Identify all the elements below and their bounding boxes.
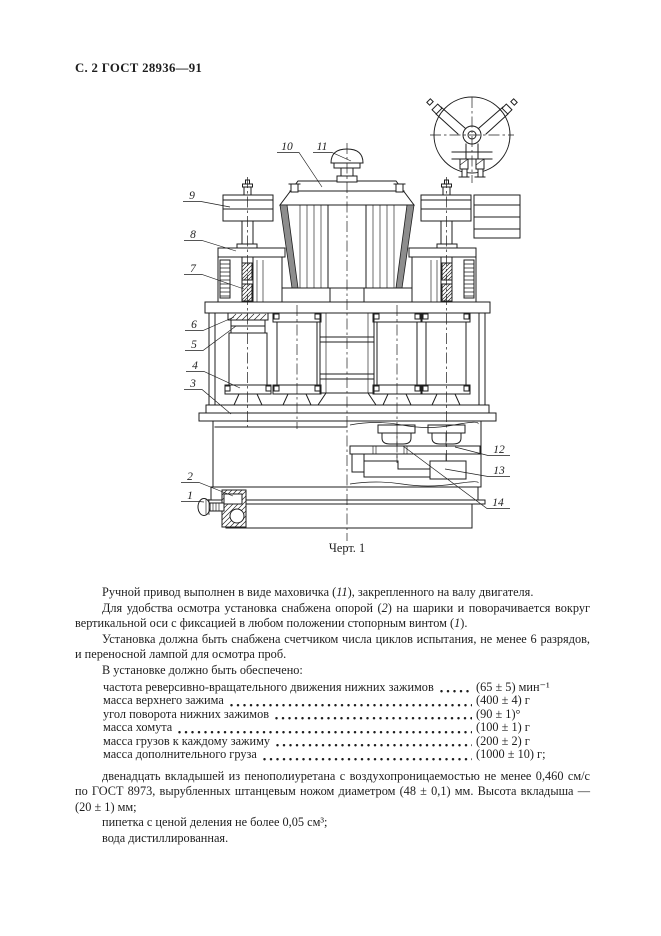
callout-14: 14 xyxy=(492,497,504,509)
paragraph: В установке должно быть обеспечено: xyxy=(102,662,303,677)
dot-leader xyxy=(275,710,472,722)
callout-8: 8 xyxy=(190,229,196,241)
dot-leader xyxy=(178,723,472,735)
callout-7: 7 xyxy=(190,263,197,275)
callout-9: 9 xyxy=(189,190,195,202)
spec-row: масса грузов к каждому зажиму (200 ± 2) … xyxy=(103,733,590,749)
callout-4: 4 xyxy=(192,360,198,372)
lower-clamps xyxy=(198,312,497,422)
spec-label: частота реверсивно-вращательного движени… xyxy=(103,679,434,694)
text-block: Ручной привод выполнен в виде маховичка … xyxy=(75,585,590,847)
callout-2: 2 xyxy=(187,471,193,483)
motor-housing xyxy=(272,180,422,303)
dot-leader xyxy=(229,696,472,708)
spec-value: (90 ± 1)° xyxy=(476,706,521,721)
spec-value: (400 ± 4) г xyxy=(476,693,530,708)
weight-right xyxy=(420,179,472,249)
spec-list: частота реверсивно-вращательного движени… xyxy=(103,679,590,762)
callout-6: 6 xyxy=(191,319,197,331)
spec-value: (1000 ± 10) г; xyxy=(476,747,546,762)
callouts: 10 11 9 8 7 6 5 4 3 2 1 12 13 1 xyxy=(181,141,510,509)
spec-label: масса дополнительного груза xyxy=(103,747,257,762)
paragraph: двенадцать вкладышей из пенополиуретана … xyxy=(75,768,590,814)
spec-value: (65 ± 5) мин⁻¹ xyxy=(476,679,550,694)
figure-drawing: 10 11 9 8 7 6 5 4 3 2 1 12 13 1 xyxy=(181,96,521,541)
stop-screw-assembly xyxy=(197,489,247,528)
dot-leader xyxy=(262,750,472,762)
support-base xyxy=(207,486,486,529)
spec-row: масса верхнего зажима (400 ± 4) г xyxy=(103,694,590,708)
paragraph: Установка должна быть снабжена счетчиком… xyxy=(75,631,590,662)
clamp-left xyxy=(217,243,286,303)
spec-label: масса хомута xyxy=(103,720,173,735)
callout-13: 13 xyxy=(493,465,505,477)
spec-label: угол поворота нижних зажимов xyxy=(103,706,270,721)
clamp-right xyxy=(408,243,477,303)
weight-left xyxy=(222,179,274,249)
dot-leader xyxy=(276,737,472,749)
spec-row: частота реверсивно-вращательного движени… xyxy=(103,679,590,695)
callout-12: 12 xyxy=(493,444,505,456)
figure-caption: Черт. 1 xyxy=(328,541,366,555)
spec-label: масса верхнего зажима xyxy=(103,693,224,708)
callout-5: 5 xyxy=(191,339,197,351)
spec-row: угол поворота нижних зажимов (90 ± 1)° xyxy=(103,706,590,722)
terminal-box xyxy=(473,194,521,239)
paragraph: вода дистиллированная. xyxy=(102,830,229,845)
dot-leader xyxy=(439,683,472,695)
callout-1: 1 xyxy=(187,490,193,502)
callout-3: 3 xyxy=(189,378,196,390)
callout-11: 11 xyxy=(317,141,328,153)
spec-label: масса грузов к каждому зажиму xyxy=(103,733,271,748)
spec-value: (100 ± 1) г xyxy=(476,720,530,735)
spec-row: масса хомута (100 ± 1) г xyxy=(103,721,590,735)
paragraph: пипетка с ценой деления не более 0,05 см… xyxy=(102,815,328,830)
centerlines xyxy=(247,97,514,541)
callout-10: 10 xyxy=(281,141,293,153)
spec-row: масса дополнительного груза (1000 ± 10) … xyxy=(103,748,590,762)
page-header: С. 2 ГОСТ 28936—91 xyxy=(75,61,203,75)
paragraph: Для удобства осмотра установка снабжена … xyxy=(75,600,591,631)
spec-value: (200 ± 2) г xyxy=(476,733,530,748)
paragraph: Ручной привод выполнен в виде маховичка … xyxy=(102,585,534,599)
